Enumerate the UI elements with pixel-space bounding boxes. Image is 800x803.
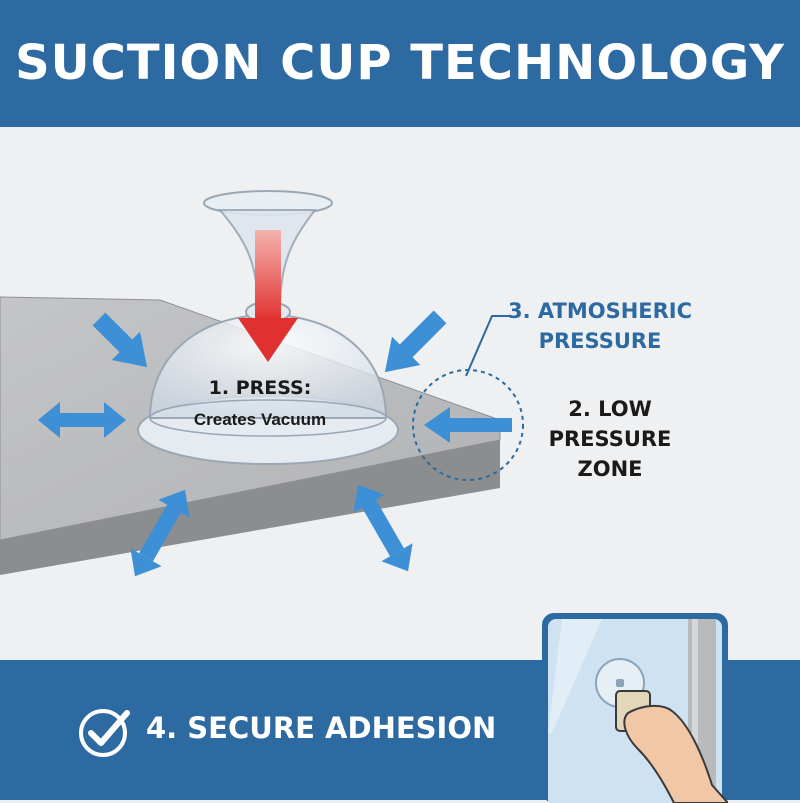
arrow-right-in — [424, 407, 512, 443]
arrow-left-double — [38, 402, 126, 438]
atmospheric-pressure-arrows — [38, 310, 512, 577]
checkmark-circle-icon — [79, 709, 130, 757]
application-inset-illustration — [542, 613, 728, 803]
hand — [623, 705, 728, 803]
arrow-top-left — [92, 312, 148, 368]
secure-adhesion-label: 4. SECURE ADHESION — [146, 711, 497, 745]
low-pressure-zone-marker — [412, 315, 524, 481]
low-pressure-zone-label: 2. LOW PRESSURE ZONE — [548, 397, 672, 481]
arrow-top-right — [384, 310, 447, 373]
header-banner — [0, 0, 800, 127]
atmospheric-pressure-label: 3. ATMOSHERIC PRESSURE — [507, 299, 693, 353]
press-label: 1. PRESS: — [208, 377, 312, 399]
arrow-bottom-right-double — [353, 484, 413, 572]
press-sublabel: Creates Vacuum — [193, 410, 327, 429]
arrow-bottom-left-double — [130, 489, 190, 577]
press-arrow — [238, 230, 298, 362]
page-title: SUCTION CUP TECHNOLOGY — [15, 35, 785, 91]
